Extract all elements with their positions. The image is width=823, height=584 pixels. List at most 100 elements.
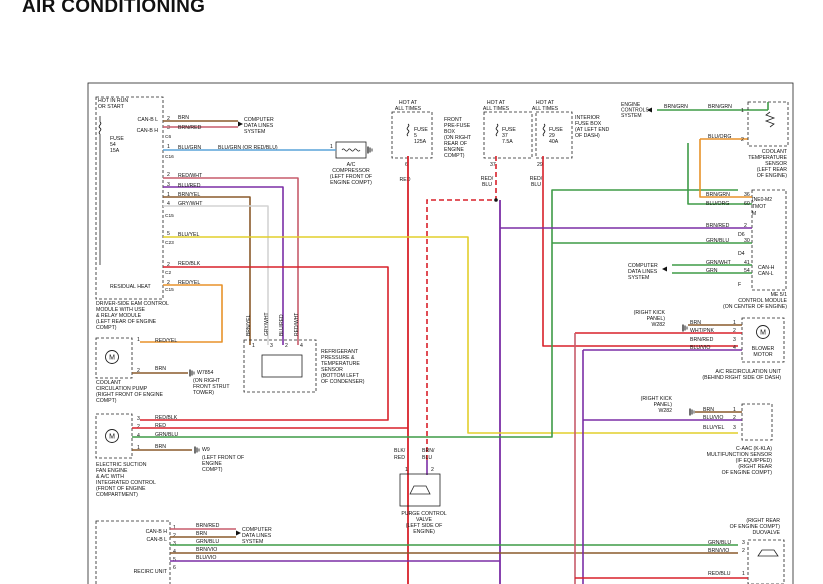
dme-can-label: CAN-L — [758, 271, 774, 277]
left-module-box — [95, 96, 164, 300]
pin-label: 1 — [733, 320, 736, 326]
wire-red-yel — [140, 284, 223, 343]
fan-caption: (FRONT OF ENGINE — [96, 486, 146, 492]
wire-label: GRN/BLU — [196, 539, 219, 545]
pin-label: 6 — [173, 565, 176, 571]
pin-label: 2 — [744, 223, 747, 229]
left-module-can-label: CAN-B L — [138, 117, 159, 123]
wire-grn-blu — [132, 189, 738, 438]
left-module-connector-label: C16 — [165, 154, 174, 160]
fuse-text: 5 — [414, 133, 417, 139]
supply-description: ENGINE — [444, 147, 464, 153]
fan-caption: ELECTRIC SUCTION — [96, 462, 147, 468]
pin-label: 3 — [742, 540, 745, 546]
supply-header: HOT AT — [487, 100, 506, 106]
ground-location: FRONT STRUT — [193, 384, 230, 390]
wire-label: BLU — [422, 455, 432, 461]
recirc-module-box — [95, 520, 171, 584]
pin-label: 3 — [173, 541, 176, 547]
left-module-can-label: CAN-B H — [137, 128, 159, 134]
wire-label: BLK/ — [394, 448, 406, 454]
fan-caption: INTEGRATED CONTROL — [96, 480, 156, 486]
coolant-sensor-caption: (LEFT REAR — [757, 167, 787, 173]
splice-dot — [494, 198, 498, 202]
wire-label: BLU/VIO — [690, 345, 710, 351]
pin-label: 1 — [252, 343, 255, 349]
dme-connector-text: M — [752, 211, 756, 217]
wire-label: BRN — [690, 320, 701, 326]
fuse-text: 29 — [549, 133, 555, 139]
wire-label: RED/WHT — [178, 173, 203, 179]
solenoid-icon — [409, 485, 431, 495]
coolant-pump-caption: COMPT) — [96, 398, 117, 404]
wire-label: BLU — [531, 182, 541, 188]
pin-label: 4 — [167, 201, 170, 207]
purge-valve-box — [399, 473, 441, 507]
data-bus-text: COMPUTER — [242, 527, 272, 533]
pin-label: 1 — [167, 192, 170, 198]
pin-label: 1 — [137, 445, 140, 451]
compressor-caption: COMPRESSOR — [332, 168, 370, 174]
purge-valve-caption: ENGINE) — [413, 529, 435, 535]
mfs-caption: (IF EQUIPPED) — [736, 458, 773, 464]
wire-label: BRN/RED — [690, 337, 714, 343]
wire-label: BLU — [482, 182, 492, 188]
compressor-caption: (LEFT FRONT OF — [330, 174, 372, 180]
wire-label: BRN/ — [422, 448, 435, 454]
pin-label: 2 — [167, 116, 170, 122]
left-module-caption: (LEFT REAR OF ENGINE — [96, 319, 157, 325]
motor-icon — [105, 350, 119, 364]
valve-icon — [757, 549, 779, 557]
pin-label: 3 — [167, 182, 170, 188]
coolant-pump-caption: COOLANT — [96, 380, 122, 386]
wire-label: BRN/VIO — [196, 547, 217, 553]
pin-label: 1 — [173, 525, 176, 531]
supply-header: HOT AT — [536, 100, 555, 106]
supply-description: (ON RIGHT — [444, 135, 472, 141]
wire-label: BRN/RED — [178, 125, 202, 131]
left-module-connector-label: C15 — [165, 213, 174, 219]
wire-label: BRN — [155, 366, 166, 372]
supply-header: ALL TIMES — [532, 106, 559, 112]
data-bus-text: COMPUTER — [244, 117, 274, 123]
pressure-sensor-wire-label: BLU/RED — [279, 314, 285, 336]
fuse-box — [483, 111, 533, 159]
wire-label: BLU/GRN (OR RED/BLU) — [218, 145, 278, 151]
ground-location: TOWER) — [193, 390, 214, 396]
mfs-box — [741, 403, 773, 441]
mfs-caption: OF ENGINE COMPT) — [722, 470, 773, 476]
mfs-caption: (RIGHT REAR — [738, 464, 772, 470]
data-bus-text: SYSTEM — [244, 129, 265, 135]
pin-label: 2 — [741, 137, 744, 143]
pin-label: 37 — [490, 162, 496, 168]
wire-label: BRN/YEL — [178, 192, 200, 198]
blower-caption: A/C RECIRCULATION UNIT — [715, 369, 781, 375]
kick-panel-label: PANEL) — [647, 316, 666, 322]
fuse-box — [391, 111, 433, 159]
pressure-sensor-caption: (BOTTOM LEFT — [321, 373, 360, 379]
left-module-header-text: HOT IN RUN — [98, 98, 128, 104]
pin-label: 3 — [167, 125, 170, 131]
supply-description: REAR OF — [444, 141, 467, 147]
mfs-caption: MULTIFUNCTION SENSOR — [707, 452, 773, 458]
coolant-pump-box — [95, 337, 133, 379]
fuse-text: FUSE — [502, 127, 516, 133]
left-module-caption: DRIVER-SIDE EAM CONTROL — [96, 301, 169, 307]
duovalve-caption: DUOVALVE — [753, 530, 781, 536]
pin-label: 1 — [330, 144, 333, 150]
page-title: AIR CONDITIONING — [22, 0, 206, 17]
wire-red-blu — [542, 156, 738, 347]
supply-header: HOT AT — [399, 100, 418, 106]
fuse-icon — [495, 123, 499, 137]
engine-controls-text: CONTROLS — [621, 108, 649, 114]
pressure-sensor-wire-label: RED/WHT — [294, 313, 300, 336]
coolant-sensor-caption: TEMPERATURE — [748, 155, 787, 161]
supply-description: OF DASH) — [575, 133, 600, 139]
supply-description: COMPT) — [444, 153, 465, 159]
mfs-caption: C-AAC (K-KLA) — [736, 446, 772, 452]
data-bus-text: DATA LINES — [244, 123, 274, 129]
coolant-pump-caption: (RIGHT FRONT OF ENGINE — [96, 392, 163, 398]
ground-label: W7854 — [197, 370, 214, 376]
dme-connector-text: D6 — [738, 232, 745, 238]
pin-label: 2 — [137, 424, 140, 430]
